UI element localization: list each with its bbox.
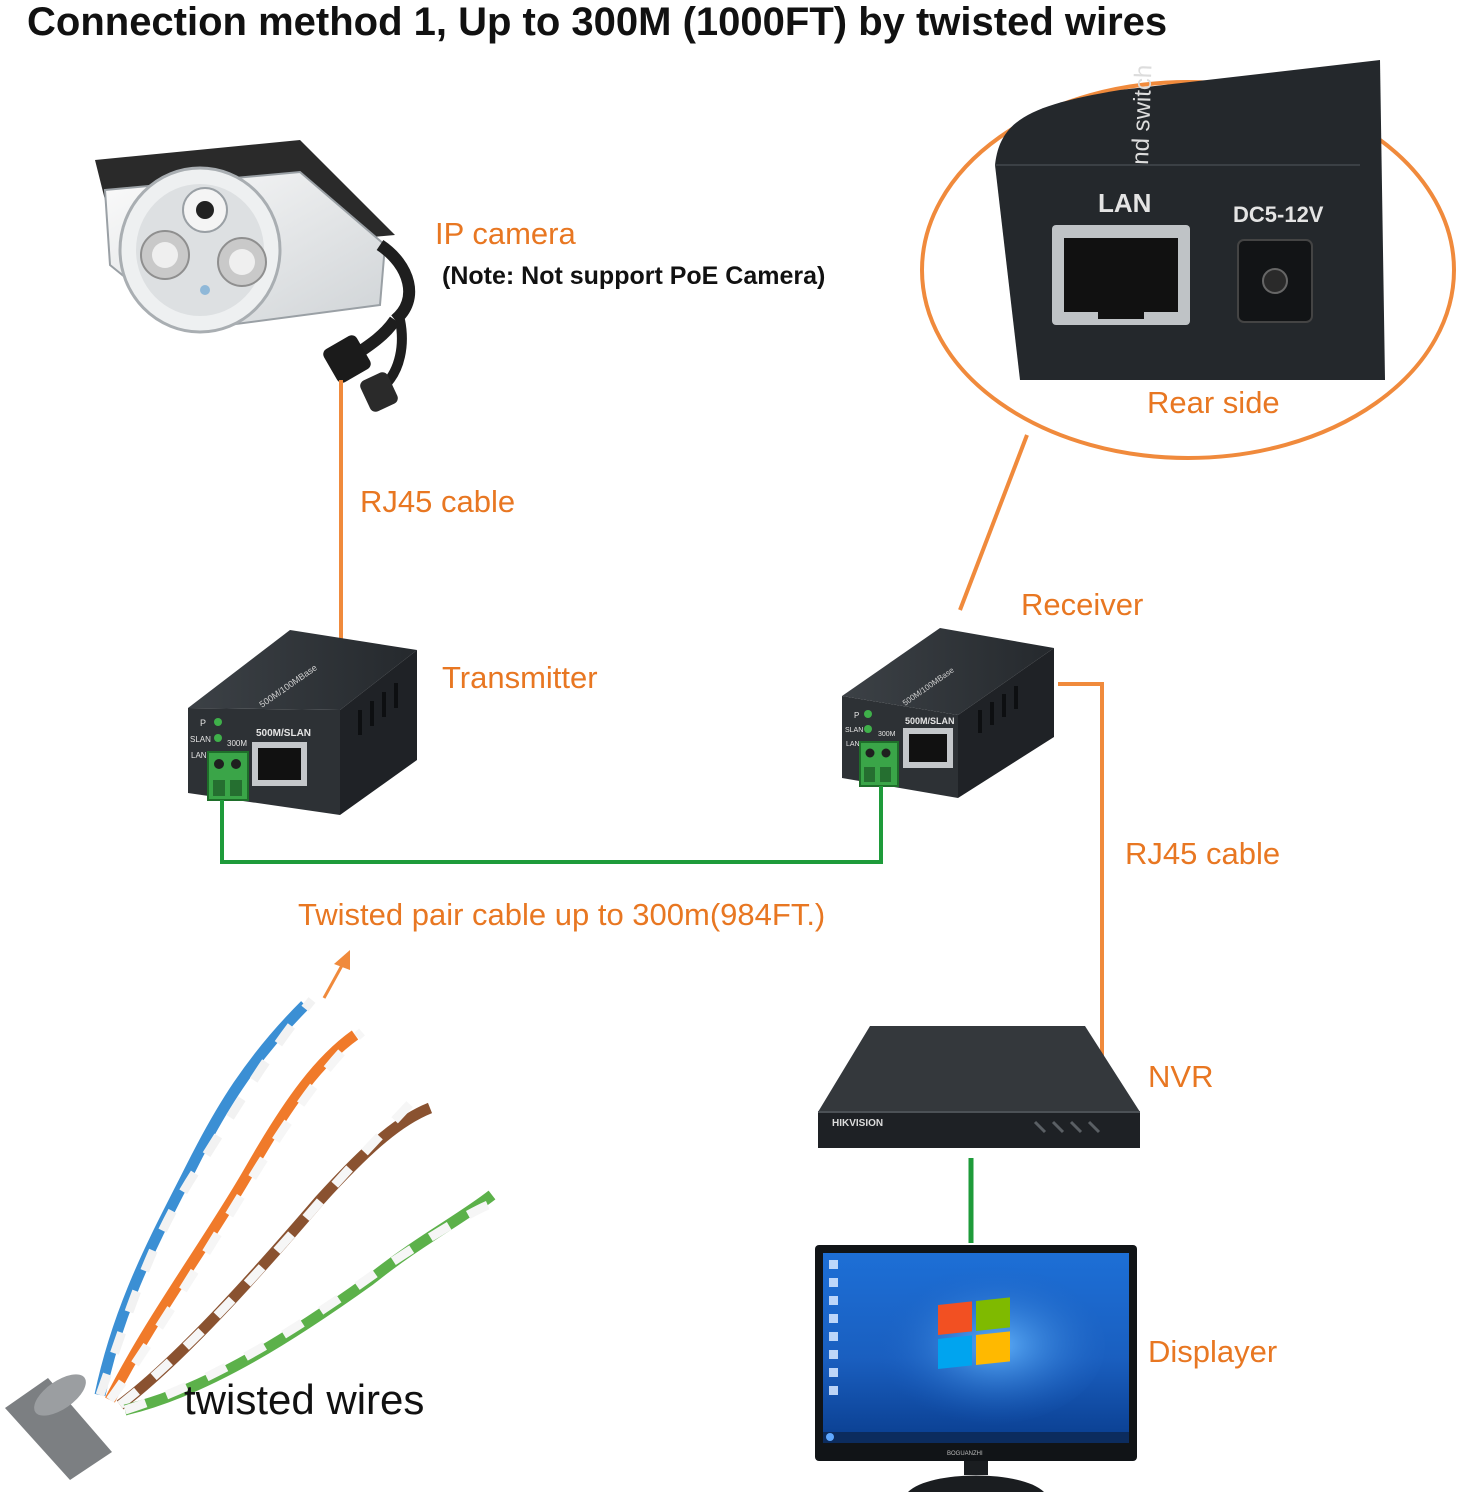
transmitter-image: 500M/100MBase 500M/SLAN P SLAN LAN 300M bbox=[188, 630, 417, 815]
camera-note: (Note: Not support PoE Camera) bbox=[442, 262, 826, 290]
nvr-brand-text: HIKVISION bbox=[832, 1118, 883, 1129]
displayer-label: Displayer bbox=[1148, 1334, 1278, 1369]
rear-side-label: Rear side bbox=[1147, 385, 1280, 420]
rear-dc-label: DC5-12V bbox=[1233, 202, 1324, 227]
receiver-port-label: 500M/SLAN bbox=[905, 716, 955, 726]
ip-camera-label: IP camera bbox=[435, 216, 576, 251]
twisted-pair-link bbox=[220, 786, 883, 864]
windows-logo-icon bbox=[938, 1297, 1010, 1369]
ip-camera-image bbox=[95, 140, 416, 412]
receiver-label: Receiver bbox=[1021, 587, 1144, 622]
rj45-cable-top-label: RJ45 cable bbox=[360, 484, 516, 519]
transmitter-speed: 300M bbox=[227, 739, 247, 748]
receiver-led-slan: SLAN bbox=[845, 727, 863, 734]
transmitter-port-label: 500M/SLAN bbox=[256, 728, 311, 739]
receiver-speed: 300M bbox=[878, 731, 896, 738]
nvr-label: NVR bbox=[1148, 1059, 1214, 1094]
rj45-cable-right-label: RJ45 cable bbox=[1125, 836, 1281, 871]
transmitter-led-slan: SLAN bbox=[190, 735, 211, 744]
transmitter-led-lan: LAN bbox=[191, 751, 207, 760]
zoom-leader-line bbox=[958, 434, 1029, 611]
receiver-led-p: P bbox=[854, 711, 859, 720]
rear-side-zoom: nd switch LAN DC5-12V bbox=[920, 60, 1456, 460]
page-title: Connection method 1, Up to 300M (1000FT)… bbox=[27, 0, 1168, 44]
twisted-pair-label: Twisted pair cable up to 300m(984FT.) bbox=[298, 897, 826, 932]
nvr-image: HIKVISION bbox=[818, 1026, 1140, 1148]
rj45-cable-nvr bbox=[1058, 682, 1104, 1062]
monitor-image: BOGUANZHI bbox=[815, 1245, 1137, 1492]
rear-edge-text: nd switch bbox=[1127, 64, 1157, 165]
transmitter-led-p: P bbox=[200, 718, 206, 728]
receiver-image: 500M/100MBase 500M/SLAN P SLAN LAN 300M bbox=[842, 628, 1054, 798]
transmitter-label: Transmitter bbox=[442, 660, 598, 695]
monitor-brand-text: BOGUANZHI bbox=[947, 1451, 983, 1457]
twisted-wires-image bbox=[5, 997, 496, 1480]
rear-lan-label: LAN bbox=[1098, 188, 1151, 218]
twisted-wires-label: twisted wires bbox=[184, 1376, 425, 1423]
twisted-pair-arrow bbox=[322, 950, 350, 999]
receiver-led-lan: LAN bbox=[846, 741, 860, 748]
